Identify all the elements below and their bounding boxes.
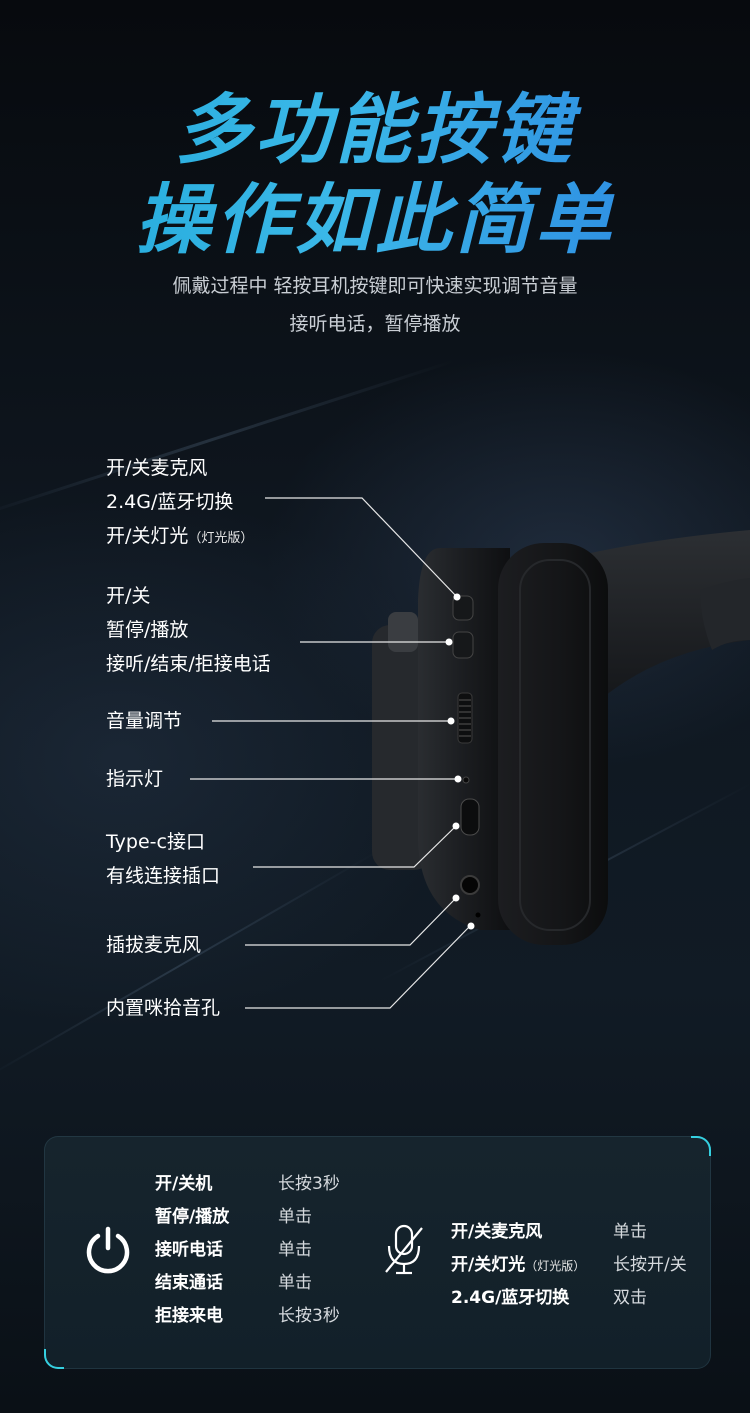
panel-left-key: 开/关机	[155, 1174, 213, 1194]
callout-text: 2.4G/蓝牙切换	[106, 491, 234, 513]
hinge	[372, 625, 432, 870]
callout-text: 有线连接插口	[106, 865, 221, 887]
subtitle-line1: 佩戴过程中 轻按耳机按键即可快速实现调节音量	[172, 275, 578, 297]
callout-text: 暂停/播放	[106, 619, 189, 641]
subtitle-line2: 接听电话，暂停播放	[289, 313, 461, 335]
headline-line1: 多功能按键	[0, 68, 750, 178]
mic-jack	[460, 875, 480, 895]
panel-left-key: 暂停/播放	[155, 1207, 230, 1227]
leader-lines	[190, 497, 471, 1009]
headline-line2: 操作如此简单	[0, 158, 750, 268]
callout-text: 开/关	[106, 585, 151, 607]
headphone-illustration	[190, 497, 750, 1009]
indicator-led	[462, 776, 470, 784]
callout-mic-hole: 内置咪拾音孔	[106, 997, 221, 1019]
callout-text: 开/关麦克风	[106, 457, 208, 479]
mic-hole	[475, 912, 481, 918]
panel-right-value: 长按开/关	[613, 1255, 687, 1275]
callout-volume: 音量调节	[106, 710, 183, 732]
callout-indicator: 指示灯	[106, 768, 164, 790]
panel-right-key: 开/关麦克风	[451, 1222, 543, 1242]
panel-left-value: 单击	[278, 1240, 312, 1260]
panel-left-value: 长按3秒	[278, 1306, 340, 1326]
panel-left-key: 接听电话	[155, 1240, 223, 1260]
callout-power-group: 开/关 暂停/播放 接听/结束/拒接电话	[106, 579, 271, 681]
panel-left-value: 长按3秒	[278, 1174, 340, 1194]
panel-right-note: （灯光版）	[525, 1259, 586, 1273]
callout-mic-group: 开/关麦克风 2.4G/蓝牙切换 开/关灯光（灯光版）	[106, 451, 253, 556]
panel-left-value: 单击	[278, 1207, 312, 1227]
ear-cushion	[498, 543, 608, 945]
leader-dots	[445, 593, 475, 930]
callout-text: 接听/结束/拒接电话	[106, 653, 271, 675]
callout-text: 开/关灯光（灯光版）	[106, 519, 253, 556]
panel-corner-accent	[691, 1136, 711, 1156]
power-icon	[86, 1226, 130, 1274]
typec-port	[460, 798, 480, 836]
panel-right-value: 双击	[613, 1288, 647, 1308]
panel-left-key: 结束通话	[155, 1273, 223, 1293]
panel-left-value: 单击	[278, 1273, 312, 1293]
callout-note: （灯光版）	[188, 531, 254, 546]
power-button	[452, 631, 474, 659]
instruction-panel: 开/关机 长按3秒 暂停/播放 单击 接听电话 单击 结束通话 单击 拒接来电 …	[44, 1136, 711, 1369]
panel-corner-accent	[44, 1349, 64, 1369]
mic-button	[452, 595, 474, 621]
hinge-top	[388, 612, 418, 652]
headband-pad	[700, 578, 750, 650]
panel-right-value: 单击	[613, 1222, 647, 1242]
panel-right-key: 开/关灯光（灯光版）	[451, 1255, 585, 1276]
panel-right-key-text: 开/关灯光	[451, 1255, 526, 1275]
callout-mic-plug: 插拔麦克风	[106, 934, 202, 956]
mic-mute-icon	[385, 1224, 423, 1275]
panel-left-key: 拒接来电	[155, 1306, 223, 1326]
callout-text: 开/关灯光	[106, 525, 189, 547]
callout-typec: Type-c接口 有线连接插口	[106, 825, 220, 893]
panel-right-key: 2.4G/蓝牙切换	[451, 1288, 570, 1308]
callout-text: Type-c接口	[106, 831, 205, 853]
